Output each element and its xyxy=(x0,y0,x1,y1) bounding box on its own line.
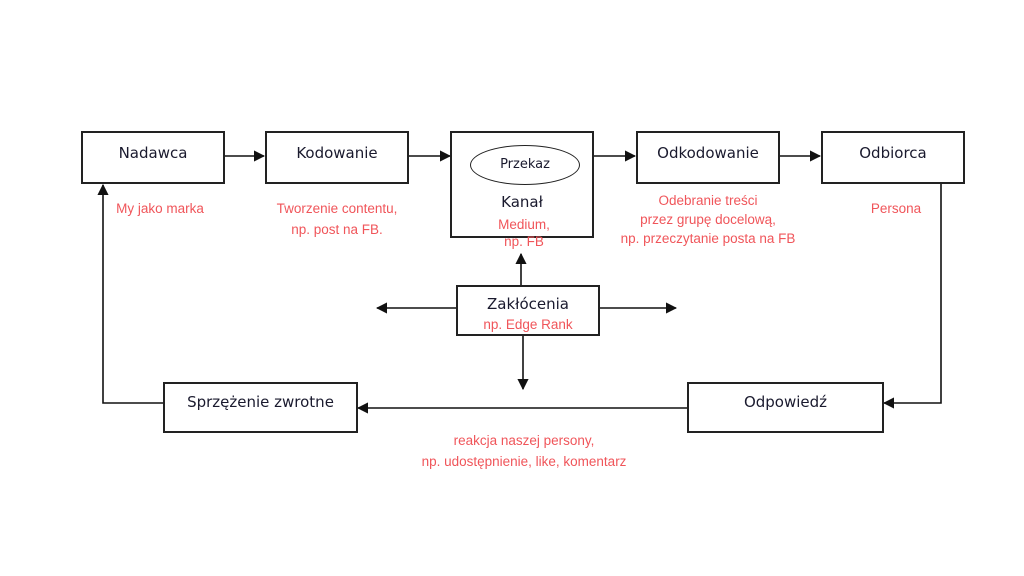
note-odbiorca: Persona xyxy=(870,201,922,216)
oval-przekaz: Przekaz xyxy=(470,145,580,185)
node-label: Kodowanie xyxy=(296,144,378,162)
note-line: np. udostępnienie, like, komentarz xyxy=(421,454,627,469)
note-odkodowanie: Odebranie treści przez grupę docelową, n… xyxy=(608,192,808,247)
node-sprzezenie-zwrotne: Sprzężenie zwrotne xyxy=(163,382,358,433)
note-line: reakcja naszej persony, xyxy=(453,433,595,448)
node-odbiorca: Odbiorca xyxy=(821,131,965,184)
node-label: Sprzężenie zwrotne xyxy=(187,393,334,411)
note-line: np. przeczytanie posta na FB xyxy=(620,231,796,246)
note-line: przez grupę docelową, xyxy=(640,212,776,227)
node-label: Odbiorca xyxy=(859,144,927,162)
note-line: np. post na FB. xyxy=(291,222,383,237)
node-label: Zakłócenia xyxy=(487,295,569,313)
node-label: Nadawca xyxy=(118,144,188,162)
node-kanal: Przekaz Kanał xyxy=(450,131,594,238)
node-kodowanie: Kodowanie xyxy=(265,131,409,184)
note-kodowanie: Tworzenie contentu, np. post na FB. xyxy=(257,200,417,238)
node-label: Odpowiedź xyxy=(743,393,828,411)
arrow-odbiorca-odpowiedz xyxy=(882,183,942,409)
note-zaklocenia: np. Edge Rank xyxy=(483,317,573,332)
node-zaklocenia: Zakłócenia xyxy=(456,285,600,336)
note-feedback: reakcja naszej persony, np. udostępnieni… xyxy=(384,432,664,470)
note-line: np. FB xyxy=(504,234,544,249)
note-line: Odebranie treści xyxy=(658,193,758,208)
arrow-sprzezenie-nadawca xyxy=(97,183,164,404)
oval-label: Przekaz xyxy=(500,157,550,172)
node-odkodowanie: Odkodowanie xyxy=(636,131,780,184)
note-kanal: Medium, np. FB xyxy=(472,216,576,250)
node-odpowiedz: Odpowiedź xyxy=(687,382,884,433)
note-line: Tworzenie contentu, xyxy=(276,201,398,216)
note-line: Medium, xyxy=(498,217,550,232)
note-nadawca: My jako marka xyxy=(116,201,204,216)
node-nadawca: Nadawca xyxy=(81,131,225,184)
node-label: Odkodowanie xyxy=(657,144,759,162)
node-label: Kanał xyxy=(501,193,543,211)
